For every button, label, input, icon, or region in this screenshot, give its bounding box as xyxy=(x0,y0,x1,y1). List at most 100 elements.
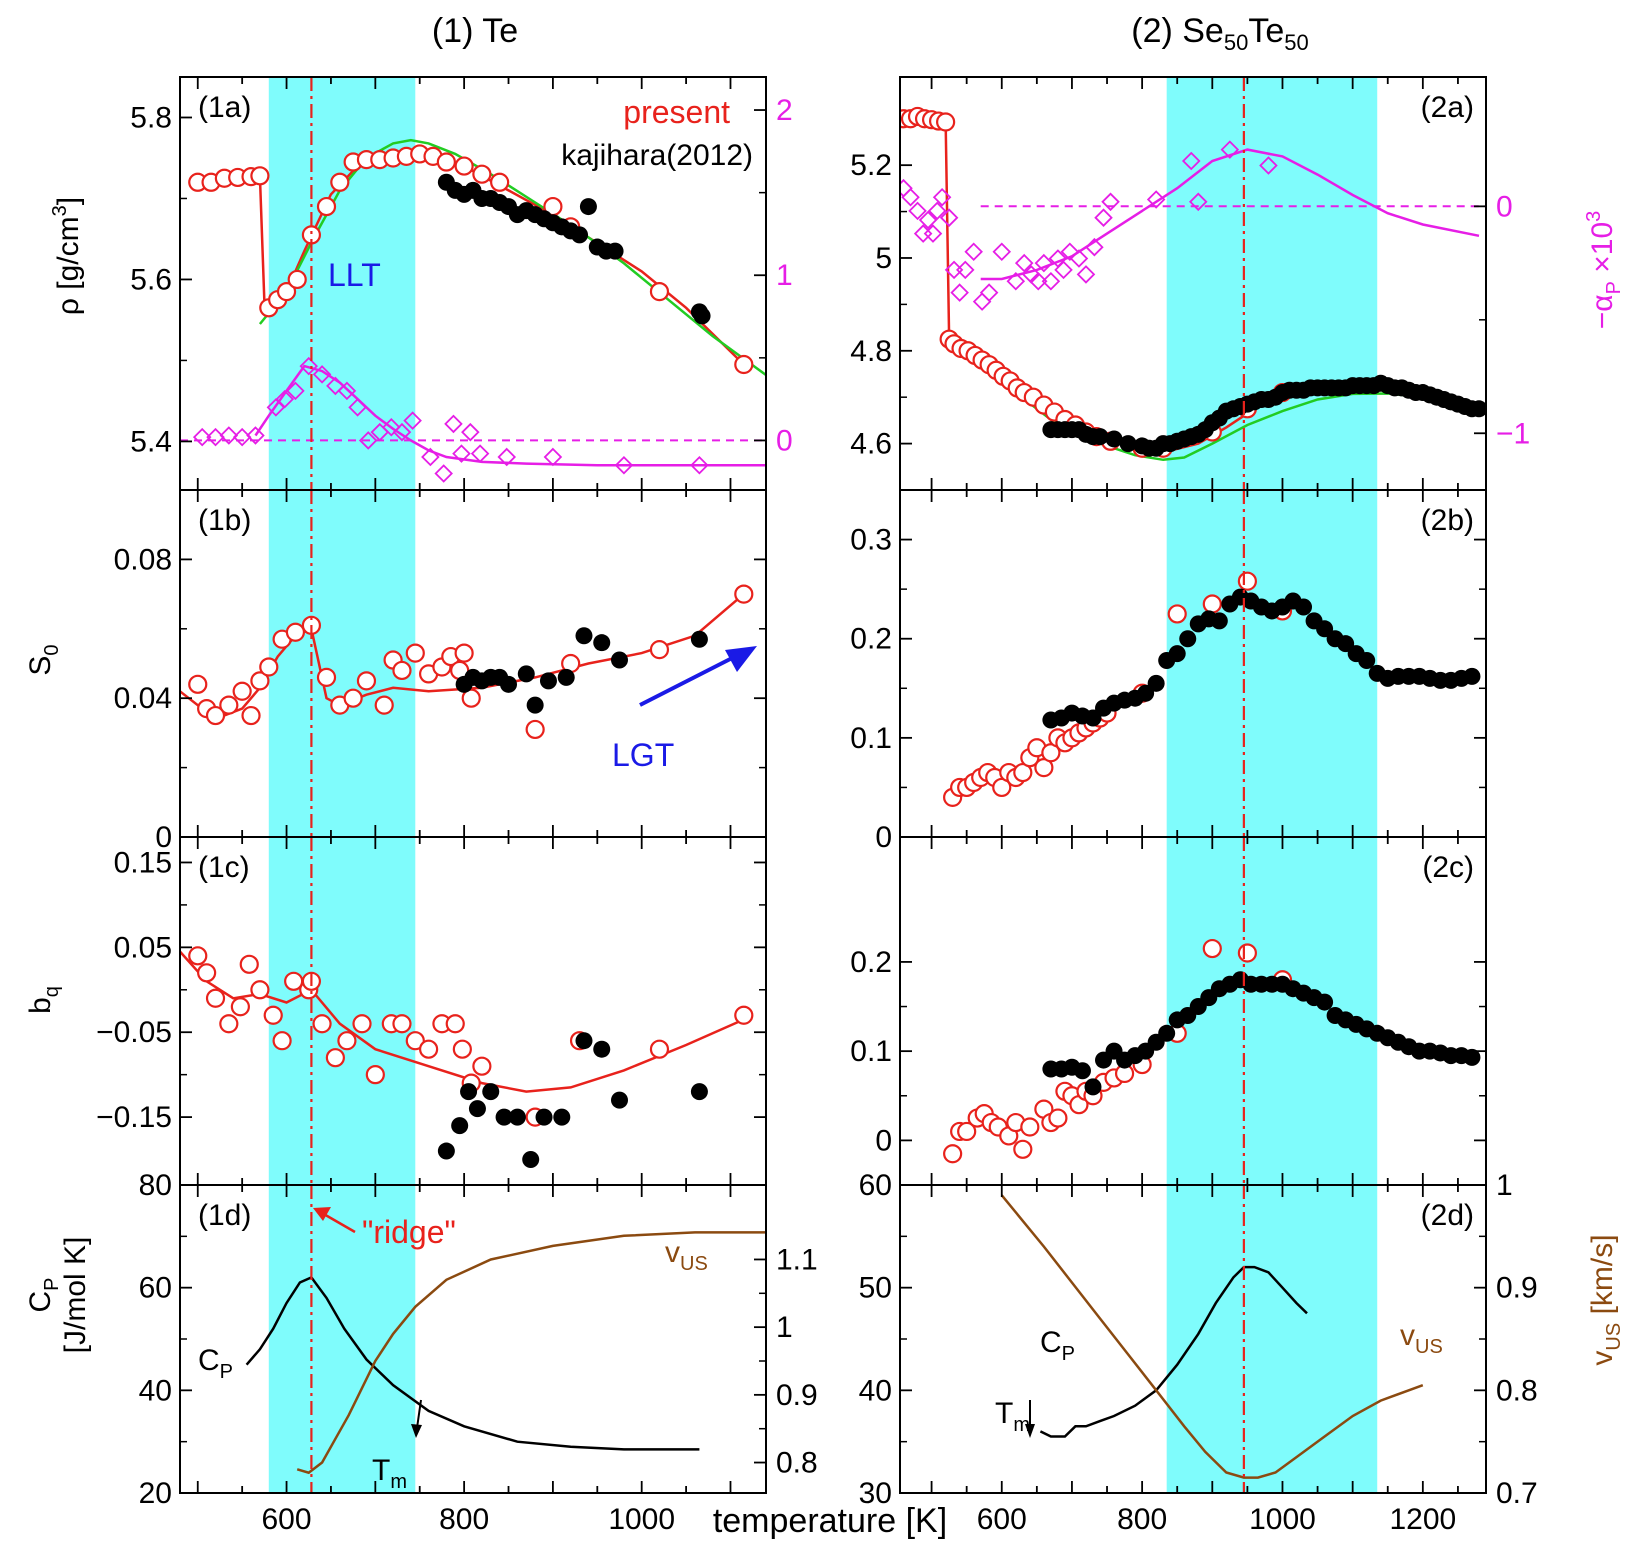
point-alpha xyxy=(299,356,319,376)
point-alpha xyxy=(1076,265,1096,284)
point-kajihara xyxy=(1084,1078,1102,1096)
point-alpha xyxy=(918,210,938,230)
point-present xyxy=(454,156,474,176)
y-tick-label: −0.05 xyxy=(96,1016,172,1049)
y-tick-label: 5.8 xyxy=(130,101,172,134)
annotation-lgt: LGT xyxy=(612,737,674,773)
point-alpha xyxy=(1181,151,1201,171)
point-alpha xyxy=(955,260,975,280)
y-tick-label: 40 xyxy=(859,1374,892,1407)
point-kajihara xyxy=(557,668,575,686)
point-kajihara xyxy=(1119,435,1137,453)
panel-1b: 00.040.08(1b) xyxy=(114,489,767,854)
annotation-vus-2-text: v xyxy=(1400,1319,1415,1352)
point-alpha xyxy=(337,381,357,401)
point-alpha xyxy=(932,187,952,207)
point-alpha xyxy=(232,427,252,447)
y-tick-label: 0.04 xyxy=(114,682,172,715)
ylabel-alpha-sub: P xyxy=(1603,281,1625,294)
point-alpha xyxy=(1006,271,1026,291)
point-alpha xyxy=(901,187,920,207)
point-kajihara xyxy=(593,634,611,652)
panel-label: (2c) xyxy=(1422,851,1474,884)
point-kajihara xyxy=(1073,1062,1091,1080)
point-kajihara xyxy=(535,1108,553,1126)
point-alpha xyxy=(275,389,295,409)
annotation-cp-1: CP xyxy=(198,1344,233,1383)
point-kajihara xyxy=(451,1117,469,1135)
y2-tick-label: 0.9 xyxy=(1496,1272,1538,1305)
point-present xyxy=(241,705,261,726)
point-present xyxy=(205,705,226,726)
annotation-llt: LLT xyxy=(328,257,381,293)
y2-tick-label: 1 xyxy=(1496,1169,1513,1202)
panel-label: (1c) xyxy=(198,851,250,884)
y2-tick-label: −1 xyxy=(1496,417,1530,450)
point-present xyxy=(957,1121,977,1142)
ylabel-vus-text: v xyxy=(1586,1351,1619,1366)
y2-tick-label: 0.8 xyxy=(1496,1374,1538,1407)
point-alpha xyxy=(1094,208,1113,227)
annotation-ridge: "ridge" xyxy=(362,1214,456,1250)
point-present xyxy=(649,281,670,302)
point-kajihara xyxy=(553,1108,571,1126)
point-present xyxy=(219,1014,239,1034)
point-present xyxy=(352,1014,372,1034)
y-tick-label: 0.15 xyxy=(114,846,172,879)
point-alpha xyxy=(192,427,212,447)
point-present xyxy=(472,164,492,184)
y-tick-label: 0 xyxy=(155,821,172,854)
point-kajihara xyxy=(1168,645,1186,663)
y-tick-label: −0.15 xyxy=(96,1101,172,1134)
point-present xyxy=(272,1031,292,1051)
column-title-2: (2) Se50Te50 xyxy=(1131,12,1308,55)
x-tick-label: 1200 xyxy=(1389,1503,1456,1536)
column-title-2-main: (2) Se xyxy=(1131,12,1224,50)
point-kajihara xyxy=(1105,430,1123,448)
point-present xyxy=(197,963,217,983)
transition-band xyxy=(1166,1185,1378,1493)
x-tick-label: 600 xyxy=(977,1503,1027,1536)
ylabel-rho: ρ [g/cm3] xyxy=(49,197,85,315)
tm-arrow-1 xyxy=(411,1399,422,1438)
point-present xyxy=(365,1065,385,1085)
panel-2b-plot xyxy=(943,490,1481,837)
annotation-vus-2-sub: US xyxy=(1415,1336,1443,1358)
point-kajihara xyxy=(693,307,711,325)
point-present xyxy=(943,1144,963,1164)
point-present xyxy=(490,172,510,192)
y-tick-label: 60 xyxy=(139,1272,172,1305)
point-present xyxy=(419,1039,439,1059)
column-title-2-sub1: 50 xyxy=(1224,30,1248,55)
ylabel-bq: bq xyxy=(24,986,63,1014)
point-kajihara xyxy=(690,1083,708,1101)
point-alpha xyxy=(950,283,969,302)
point-kajihara xyxy=(575,1032,593,1050)
point-kajihara xyxy=(495,1108,513,1126)
y-tick-label: 0.1 xyxy=(850,1035,892,1068)
ylabel-vus: vUS [km/s] xyxy=(1586,1234,1625,1365)
y-tick-label: 0.1 xyxy=(850,722,892,755)
point-alpha xyxy=(1188,192,1208,212)
point-present xyxy=(250,980,270,1000)
point-alpha xyxy=(992,242,1012,262)
ylabel-rho-sup: 3 xyxy=(49,205,71,216)
point-kajihara xyxy=(500,675,518,693)
ylabel-alpha-sup: 3 xyxy=(1583,211,1605,222)
point-present xyxy=(405,1031,425,1051)
point-present xyxy=(461,688,481,708)
point-alpha xyxy=(690,455,709,475)
y-tick-label: 0 xyxy=(875,821,892,854)
x-tick-label: 800 xyxy=(1117,1503,1167,1536)
point-kajihara xyxy=(526,696,544,714)
point-kajihara xyxy=(1463,667,1481,685)
annotation-tm-2: Tm xyxy=(995,1397,1030,1436)
point-present xyxy=(734,354,754,375)
point-alpha xyxy=(1014,253,1034,273)
ylabel-rho-text: ρ [g/cm xyxy=(52,216,85,315)
point-kajihara xyxy=(1210,612,1228,630)
point-kajihara xyxy=(508,1108,526,1126)
point-present xyxy=(649,1039,670,1059)
